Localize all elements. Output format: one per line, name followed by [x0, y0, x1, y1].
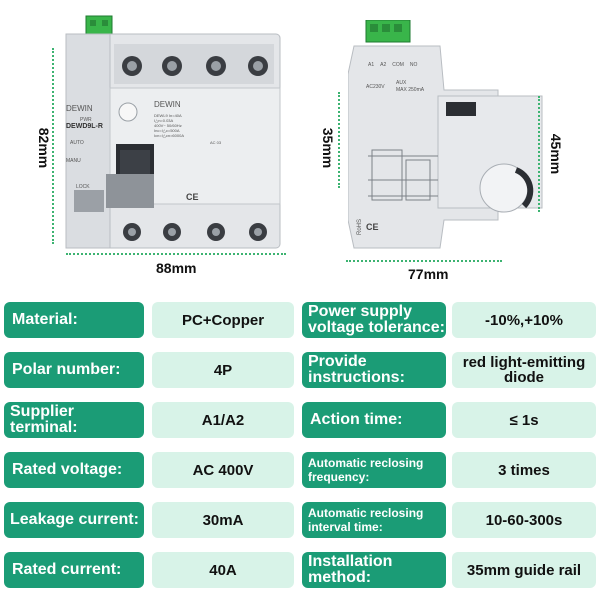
- spec-value-supplier-terminal: A1/A2: [152, 402, 294, 438]
- spec-label-installation: Installation method:: [302, 552, 446, 588]
- side-width-dim: 77mm: [408, 266, 449, 282]
- auto-label: AUTO: [70, 140, 84, 146]
- pwr-label: PWR: [80, 117, 92, 123]
- spec-value-instructions: red light-emitting diode: [452, 352, 596, 388]
- spec-value-material: PC+Copper: [152, 302, 294, 338]
- lock-label: LOCK: [76, 184, 90, 190]
- front-width-dim: 88mm: [156, 260, 197, 276]
- side-left-height-line: [338, 92, 340, 188]
- rating-specs: DEWL9 In=40A I△n=0.03A 400V~ 50/60Hz Inc…: [154, 113, 184, 138]
- ce-mark-side: CE: [366, 222, 379, 232]
- test-button[interactable]: [118, 102, 138, 122]
- spec-value-voltage-tolerance: -10%,+10%: [452, 302, 596, 338]
- rohs-label: RoHS: [357, 218, 364, 236]
- spec-value-reclosing-frequency: 3 times: [452, 452, 596, 488]
- bottom-screws: [123, 223, 267, 241]
- front-view-device: [65, 15, 281, 249]
- brand-label-main: DEWIN: [154, 100, 181, 109]
- spec-label-instructions: Provide instructions:: [302, 352, 446, 388]
- manu-label: MANU: [66, 158, 81, 164]
- side-voltage-label: AC230V: [366, 84, 385, 90]
- side-aux-rating: MAX 250mA: [396, 87, 425, 93]
- side-view-device: [348, 20, 543, 249]
- ac-label: AC 03: [210, 140, 222, 145]
- spec-value-leakage-current: 30mA: [152, 502, 294, 538]
- spec-label-supplier-terminal: Supplier terminal:: [4, 402, 144, 438]
- spec-value-rated-voltage: AC 400V: [152, 452, 294, 488]
- spec-label-material: Material:: [4, 302, 144, 338]
- spec-label-reclosing-interval: Automatic reclosing interval time:: [302, 502, 446, 538]
- side-terminal-labels: A1 A2 COM NO: [368, 62, 418, 68]
- side-width-line: [346, 260, 502, 262]
- side-aux-label: AUX: [396, 80, 407, 86]
- spec-label-reclosing-frequency: Automatic reclosing frequency:: [302, 452, 446, 488]
- spec-label-leakage-current: Leakage current:: [4, 502, 144, 538]
- spec-label-voltage-tolerance: Power supply voltage tolerance:: [302, 302, 446, 338]
- spec-value-polar-number: 4P: [152, 352, 294, 388]
- spec-value-reclosing-interval: 10-60-300s: [452, 502, 596, 538]
- side-right-height-line: [538, 96, 540, 212]
- front-height-line: [52, 48, 54, 244]
- spec-label-rated-voltage: Rated voltage:: [4, 452, 144, 488]
- circuit-diagram: [368, 149, 438, 201]
- spec-label-polar-number: Polar number:: [4, 352, 144, 388]
- side-right-height-dim: 45mm: [548, 133, 565, 175]
- spec-value-rated-current: 40A: [152, 552, 294, 588]
- spec-value-installation: 35mm guide rail: [452, 552, 596, 588]
- front-height-dim: 82mm: [36, 127, 53, 169]
- model-label: DEWD9L-R: [66, 123, 103, 130]
- spec-value-action-time: ≤ 1s: [452, 402, 596, 438]
- front-width-line: [66, 253, 286, 255]
- spec-label-action-time: Action time:: [302, 402, 446, 438]
- ce-mark-front: CE: [186, 192, 199, 202]
- side-left-height-dim: 35mm: [320, 127, 337, 169]
- spec-label-rated-current: Rated current:: [4, 552, 144, 588]
- brand-label-left: DEWIN: [66, 104, 93, 113]
- top-screws: [114, 44, 274, 84]
